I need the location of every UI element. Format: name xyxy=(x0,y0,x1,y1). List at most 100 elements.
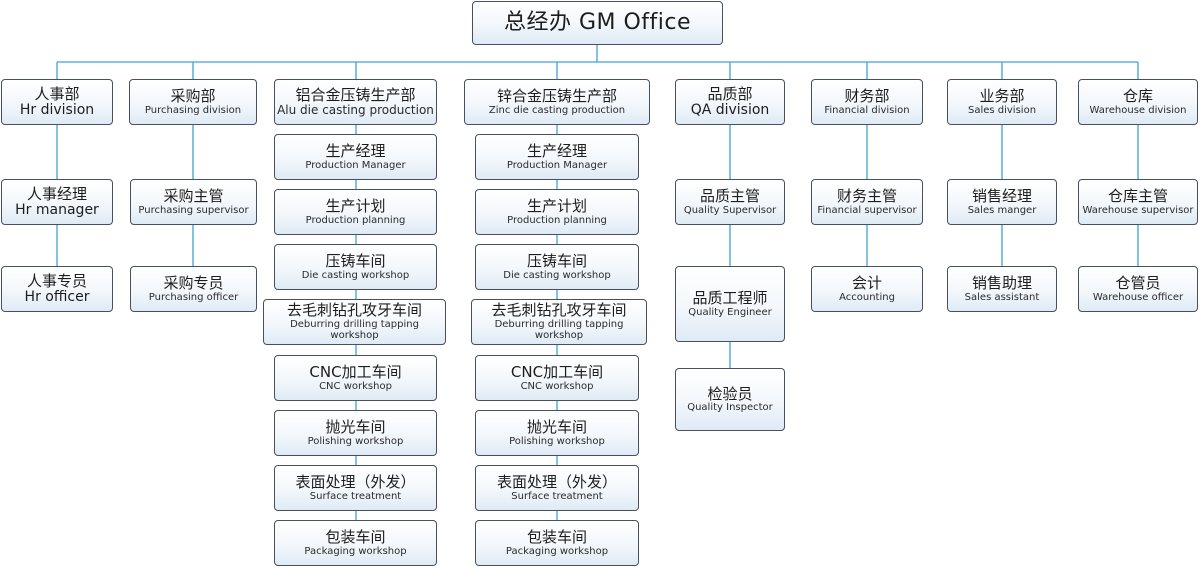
department-box-alu-subtitle: Alu die casting production xyxy=(277,102,434,117)
role-box-zinc-6-title: 表面处理（外发） xyxy=(496,473,617,491)
role-box-warehouse-1-subtitle: Warehouse officer xyxy=(1092,291,1184,303)
role-box-alu-6-subtitle: Surface treatment xyxy=(309,490,402,502)
role-box-zinc-4-subtitle: CNC workshop xyxy=(520,380,594,392)
role-box-alu-7-subtitle: Packaging workshop xyxy=(304,545,407,557)
role-box-zinc-2-subtitle: Die casting workshop xyxy=(503,269,611,281)
role-box-alu-3-subtitle: Deburring drilling tapping workshop xyxy=(290,319,419,342)
role-box-alu-6-title: 表面处理（外发） xyxy=(295,473,416,491)
role-box-alu-4-subtitle: CNC workshop xyxy=(319,380,392,392)
department-box-qa-subtitle: QA division xyxy=(690,101,770,118)
root-box-gm-office: 总经办 GM Office xyxy=(472,1,723,45)
role-box-sales-1-title: 销售助理 xyxy=(971,274,1032,292)
role-box-alu-2-title: 压铸车间 xyxy=(325,252,386,270)
role-box-alu-7-title: 包装车间 xyxy=(325,528,386,546)
role-box-zinc-5-title: 抛光车间 xyxy=(526,418,587,436)
department-box-finance-subtitle: Financial division xyxy=(824,104,910,116)
department-box-hr-title: 人事部 xyxy=(34,84,80,103)
department-box-alu-title: 铝合金压铸生产部 xyxy=(295,85,416,104)
role-box-warehouse-0-title: 仓库主管 xyxy=(1107,187,1168,205)
role-box-qa-1-subtitle: Quality Engineer xyxy=(688,306,772,318)
role-box-alu-0-subtitle: Production Manager xyxy=(305,159,406,171)
role-box-qa-0-title: 品质主管 xyxy=(699,187,760,205)
department-box-warehouse-subtitle: Warehouse division xyxy=(1089,104,1187,116)
role-box-zinc-1-title: 生产计划 xyxy=(526,197,587,215)
role-box-alu-1-title: 生产计划 xyxy=(325,197,386,215)
role-box-qa-2-title: 检验员 xyxy=(707,384,753,403)
role-box-alu-2-subtitle: Die casting workshop xyxy=(301,269,410,281)
role-box-qa-1-title: 品质工程师 xyxy=(692,289,768,307)
role-box-sales-1-subtitle: Sales assistant xyxy=(964,291,1040,303)
role-box-zinc-3-title: 去毛刺钻孔攻牙车间 xyxy=(491,301,627,320)
role-box-alu-3-title: 去毛刺钻孔攻牙车间 xyxy=(286,301,422,320)
role-box-warehouse-0-subtitle: Warehouse supervisor xyxy=(1082,204,1194,216)
role-box-zinc-5-subtitle: Polishing workshop xyxy=(509,435,605,447)
role-box-qa-2-subtitle: Quality Inspector xyxy=(687,402,773,414)
role-box-purchasing-1-title: 采购专员 xyxy=(163,274,224,292)
department-box-zinc-subtitle: Zinc die casting production xyxy=(488,104,626,116)
role-box-purchasing-1-subtitle: Purchasing officer xyxy=(148,291,239,303)
role-box-purchasing-0-subtitle: Purchasing supervisor xyxy=(138,204,249,216)
department-box-sales-title: 业务部 xyxy=(979,87,1025,105)
role-box-purchasing-0-title: 采购主管 xyxy=(163,187,224,205)
role-box-alu-6: 表面处理（外发）Surface treatment xyxy=(274,465,437,511)
department-box-sales-subtitle: Sales division xyxy=(967,104,1037,116)
role-box-alu-0-title: 生产经理 xyxy=(325,142,386,160)
department-box-zinc-title: 锌合金压铸生产部 xyxy=(496,87,617,105)
root-box-gm-office-title: 总经办 GM Office xyxy=(503,9,692,35)
role-box-zinc-1-subtitle: Production planning xyxy=(507,214,607,226)
role-box-zinc-4-title: CNC加工车间 xyxy=(510,363,604,381)
role-box-hr-1-subtitle: Hr officer xyxy=(24,288,90,305)
role-box-finance-0-title: 财务主管 xyxy=(836,187,897,205)
role-box-zinc-6-subtitle: Surface treatment xyxy=(511,490,603,502)
role-box-zinc-3-subtitle: Deburring drilling tapping workshop xyxy=(494,319,624,342)
role-box-warehouse-1-title: 仓管员 xyxy=(1115,274,1161,292)
role-box-sales-0-title: 销售经理 xyxy=(971,187,1032,205)
role-box-finance-1-subtitle: Accounting xyxy=(839,291,895,303)
role-box-zinc-7-subtitle: Packaging workshop xyxy=(505,545,609,557)
role-box-finance-1-title: 会计 xyxy=(851,274,882,292)
role-box-alu-4-title: CNC加工车间 xyxy=(309,363,402,381)
department-box-warehouse-title: 仓库 xyxy=(1122,87,1153,105)
role-box-zinc-7-title: 包装车间 xyxy=(526,528,587,546)
role-box-hr-1-title: 人事专员 xyxy=(26,271,87,290)
role-box-sales-0-subtitle: Sales manger xyxy=(967,204,1037,216)
role-box-qa-0-subtitle: Quality Supervisor xyxy=(683,204,777,216)
department-box-qa-title: 品质部 xyxy=(707,84,753,103)
role-box-zinc-6: 表面处理（外发）Surface treatment xyxy=(475,465,639,511)
department-box-purchasing-subtitle: Purchasing division xyxy=(144,104,242,116)
role-box-hr-0-subtitle: Hr manager xyxy=(15,201,99,218)
role-box-alu-5-subtitle: Polishing workshop xyxy=(307,435,404,447)
